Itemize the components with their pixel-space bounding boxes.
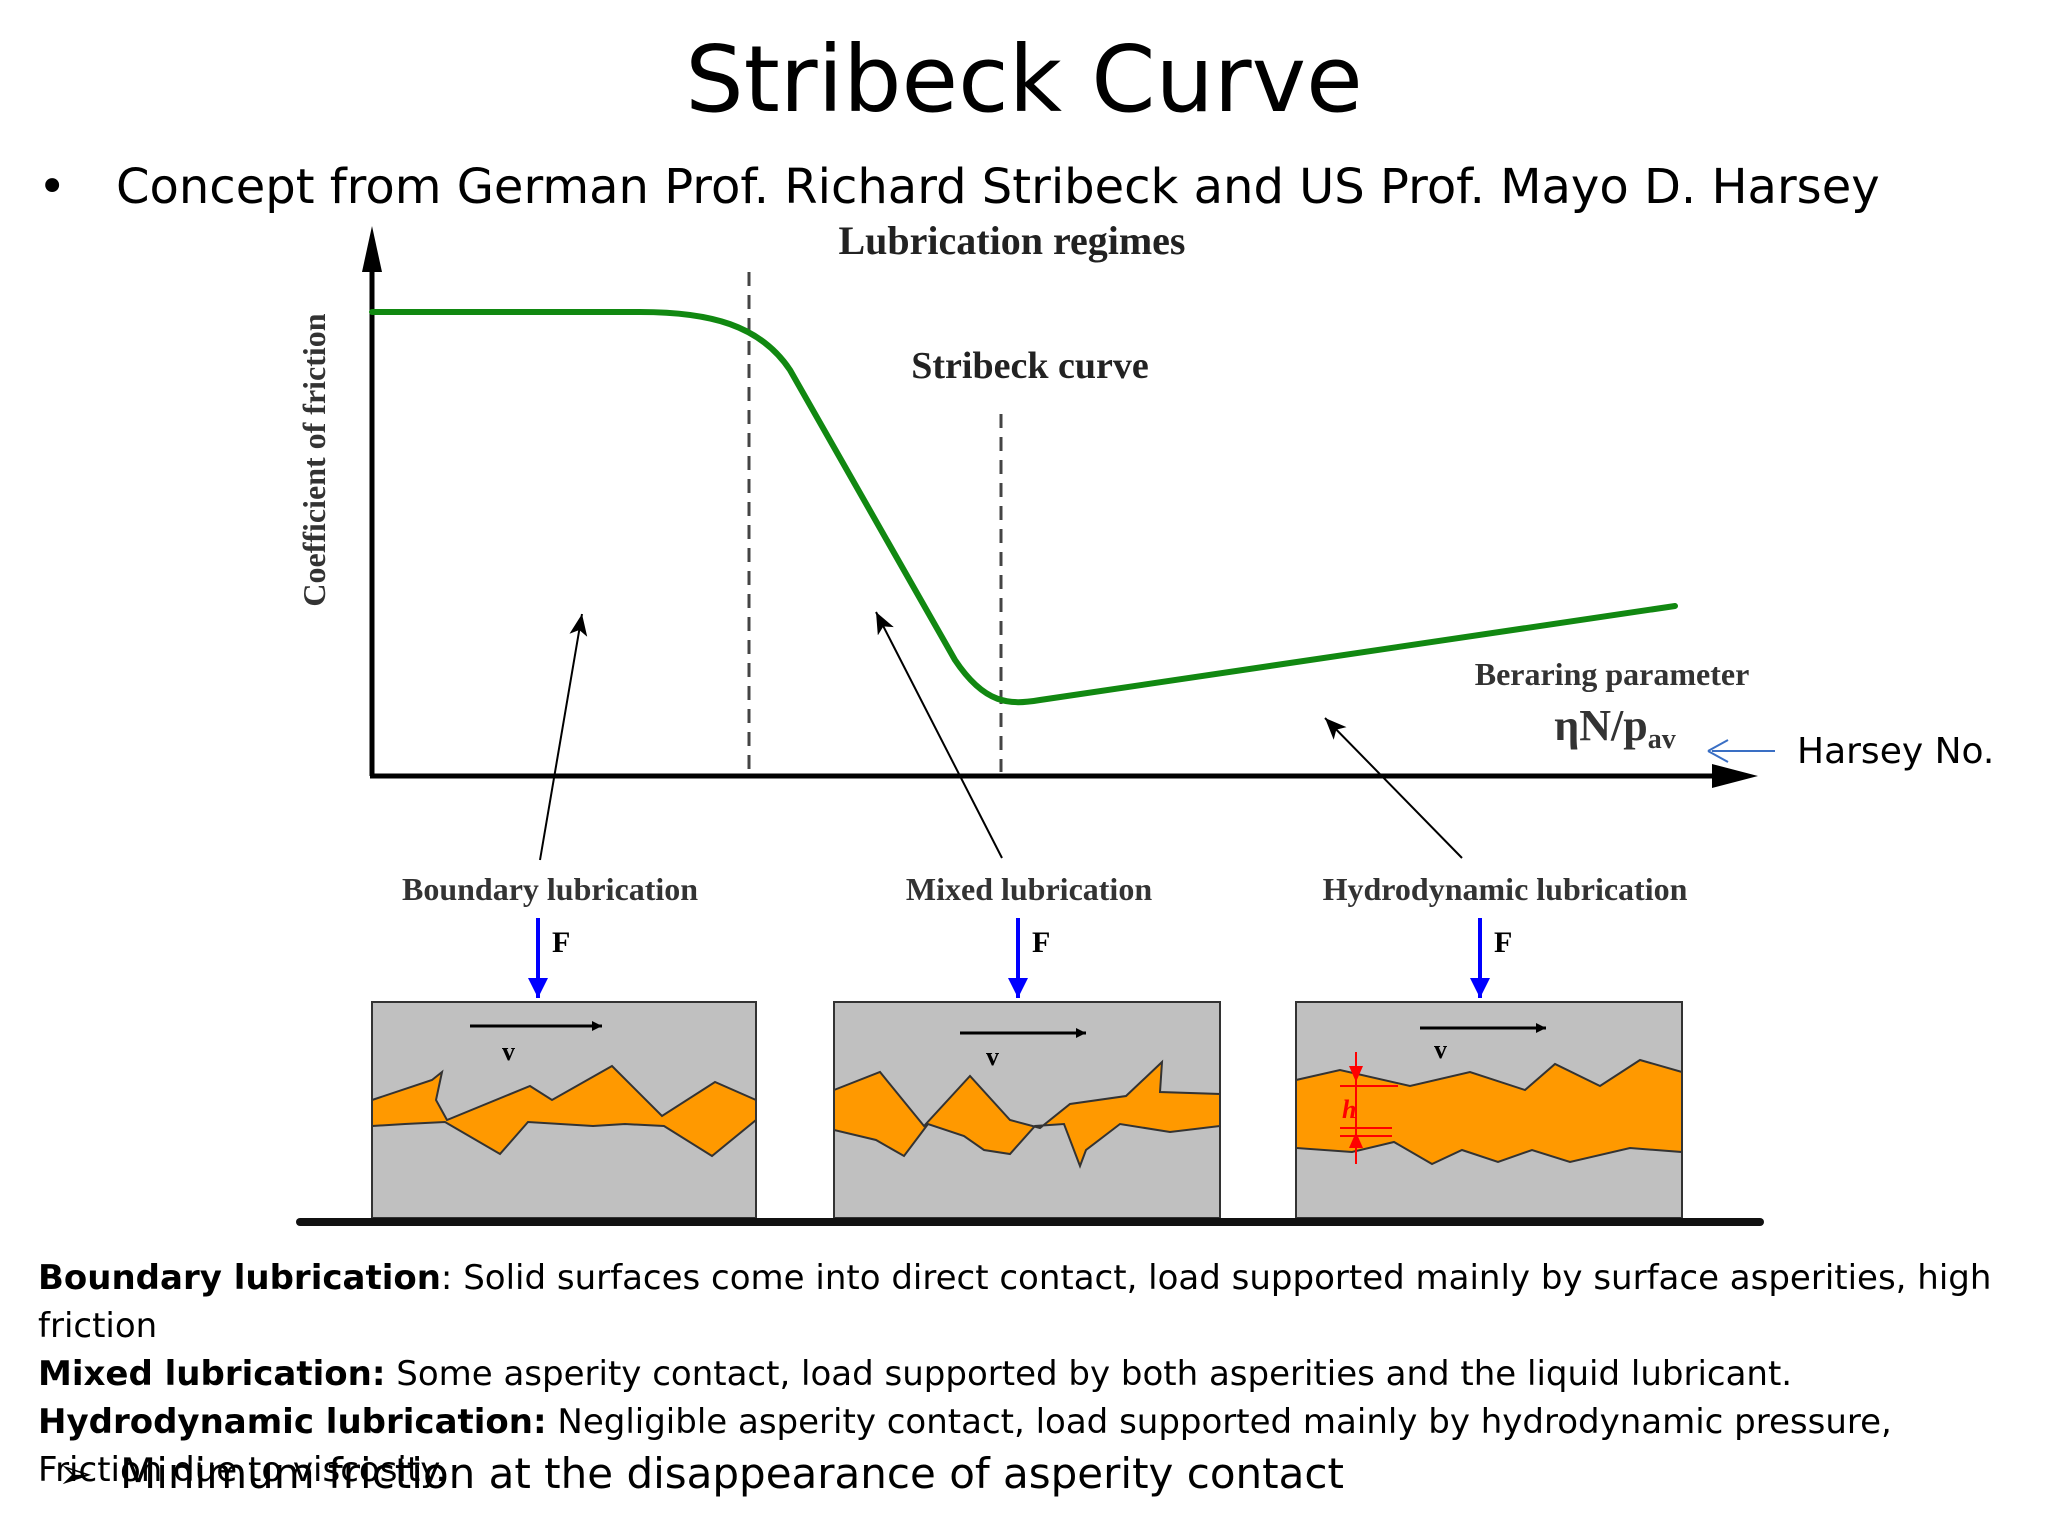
velocity-label-mixed: v — [986, 1042, 999, 1071]
definition-term: Boundary lubrication — [38, 1258, 441, 1298]
definition-boundary: Boundary lubrication: Solid surfaces com… — [38, 1254, 2023, 1350]
boundary-pointer-arrow — [539, 613, 588, 861]
definition-mixed: Mixed lubrication: Some asperity contact… — [38, 1350, 2023, 1398]
stribeck-diagram: Lubrication regimes Stribeck curve Coeff… — [296, 218, 1994, 1226]
intro-bullet: • Concept from German Prof. Richard Stri… — [38, 152, 1998, 222]
y-axis-label: Coefficient of friction — [296, 313, 332, 606]
force-label-hydrodynamic: F — [1494, 926, 1512, 959]
slide-title: Stribeck Curve — [685, 26, 1363, 133]
boundary-contact-illustration: v — [371, 1001, 757, 1219]
bearing-param-sub: av — [1648, 724, 1676, 755]
intro-bullet-text: Concept from German Prof. Richard Stribe… — [116, 159, 1880, 215]
definition-hydrodynamic: Hydrodynamic lubrication: Negligible asp… — [38, 1398, 2023, 1494]
stribeck-curve — [369, 309, 1678, 706]
harsey-pointer-head — [1707, 739, 1729, 763]
hydrodynamic-pointer-arrow — [1324, 717, 1463, 859]
mixed-contact-illustration: v — [833, 1001, 1221, 1219]
harsey-label: Harsey No. — [1797, 731, 1994, 772]
definition-term: Hydrodynamic lubrication: — [38, 1402, 547, 1442]
arrow-bullet-icon: ➢ — [58, 1449, 94, 1498]
velocity-label-boundary: v — [502, 1037, 515, 1066]
boundary-lubricant-film — [371, 1064, 757, 1158]
definitions-block: Boundary lubrication: Solid surfaces com… — [38, 1254, 2023, 1494]
bullet-dot: • — [38, 159, 67, 215]
definition-term: Mixed lubrication: — [38, 1354, 386, 1394]
definition-text: Negligible asperity contact, load suppor… — [38, 1402, 1892, 1490]
film-thickness-label: h — [1342, 1095, 1356, 1124]
regime-name-boundary: Boundary lubrication — [402, 871, 698, 907]
regime-name-mixed: Mixed lubrication — [906, 871, 1152, 907]
bearing-param-main: ηN/p — [1554, 701, 1647, 750]
force-label-mixed: F — [1032, 926, 1050, 959]
hydrodynamic-contact-illustration: v h — [1295, 1001, 1683, 1219]
diagram-heading: Lubrication regimes — [838, 218, 1185, 263]
force-label-boundary: F — [552, 926, 570, 959]
mixed-pointer-arrow — [875, 611, 1003, 859]
regime-name-hydrodynamic: Hydrodynamic lubrication — [1323, 871, 1688, 907]
velocity-label-hydrodynamic: v — [1434, 1035, 1447, 1064]
x-axis-label-line1: Beraring parameter — [1475, 656, 1750, 692]
x-axis-arrowhead — [1712, 764, 1758, 788]
curve-label: Stribeck curve — [911, 345, 1148, 387]
definition-separator: : — [440, 1258, 453, 1298]
definition-text: Some asperity contact, load supported by… — [385, 1354, 1793, 1394]
definition-text: Solid surfaces come into direct contact,… — [38, 1258, 1992, 1346]
final-bullet-text: Minimum friction at the disappearance of… — [120, 1449, 1344, 1498]
y-axis-arrowhead — [362, 226, 382, 272]
x-axis-label-line2: ηN/pav — [1554, 701, 1675, 755]
mixed-lubricant-film — [833, 1059, 1221, 1169]
film-thickness-marker — [1340, 1052, 1398, 1164]
final-bullet: ➢ Minimum friction at the disappearance … — [58, 1446, 1958, 1502]
